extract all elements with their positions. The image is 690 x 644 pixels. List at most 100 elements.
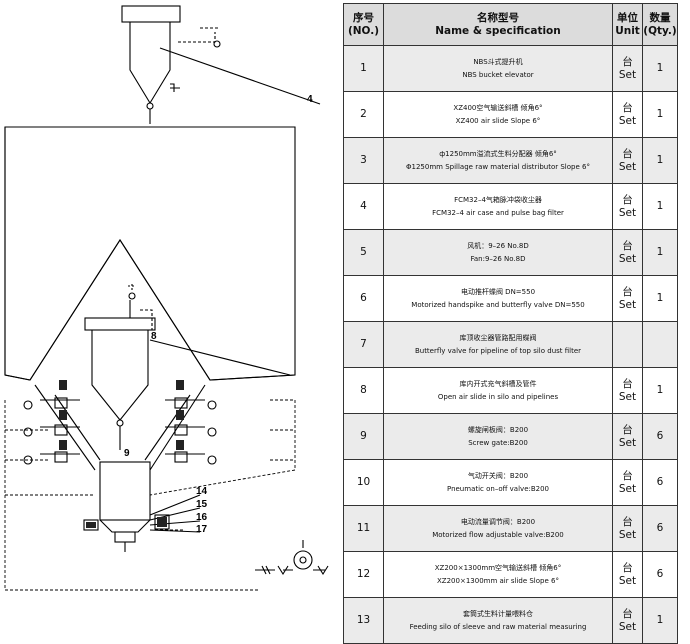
right-valve-set <box>165 397 217 465</box>
spec-en: XZ200×1300mm air slide Slope 6° <box>437 576 559 585</box>
inner-cone <box>29 238 211 381</box>
unit-cn: 台 <box>622 55 633 68</box>
cell-no: 12 <box>343 551 384 598</box>
spec-en: Fan:9–26 No.8D <box>470 254 526 263</box>
cell-no: 7 <box>343 321 384 368</box>
cell-spec: 库内开式充气斜槽及管件 Open air slide in silo and pi… <box>383 367 613 414</box>
spec-cn: NBS斗式提升机 <box>473 57 523 66</box>
cell-no: 2 <box>343 91 384 138</box>
unit-cn: 台 <box>622 285 633 298</box>
unit-cn: 台 <box>622 377 633 390</box>
unit-cn: 台 <box>622 147 633 160</box>
cell-qty: 6 <box>642 459 678 506</box>
cell-qty: 6 <box>642 551 678 598</box>
spec-en: Feeding silo of sleeve and raw material … <box>409 622 587 631</box>
cell-qty: 1 <box>642 183 678 230</box>
cell-qty: 6 <box>642 505 678 552</box>
unit-en: Set <box>618 114 637 127</box>
blower-icon <box>293 550 313 570</box>
spec-en: FCM32–4 air case and pulse bag filter <box>432 208 564 217</box>
unit-en: Set <box>618 436 637 449</box>
cell-qty: 1 <box>642 597 678 644</box>
cell-no: 3 <box>343 137 384 184</box>
cell-spec: FCM32–4气箱脉冲袋收尘器 FCM32–4 air case and puls… <box>383 183 613 230</box>
cell-no: 1 <box>343 45 384 92</box>
cell-qty: 1 <box>642 45 678 92</box>
spec-cn: 库内开式充气斜槽及管件 <box>459 379 537 388</box>
unit-en: Set <box>618 528 637 541</box>
cell-spec: XZ200×1300mm空气输送斜槽 倾角6°XZ200×1300mm air … <box>383 551 613 598</box>
diagram-label-15: 15 <box>196 499 208 510</box>
cell-no: 10 <box>343 459 384 506</box>
unit-cn: 台 <box>622 515 633 528</box>
spec-en: Butterfly valve for pipeline of top silo… <box>414 346 582 355</box>
spec-en: Φ1250mm Spillage raw material distributo… <box>406 162 590 171</box>
unit-en: Set <box>618 298 637 311</box>
cell-qty: 1 <box>642 137 678 184</box>
unit-cn: 台 <box>622 469 633 482</box>
spec-cn: 气动开关阀：B200 <box>467 471 529 480</box>
cell-qty: 6 <box>642 413 678 460</box>
diagram-label-14: 14 <box>196 486 208 497</box>
cell-qty: 1 <box>642 91 678 138</box>
cell-no: 4 <box>343 183 384 230</box>
left-valve-set <box>23 397 80 465</box>
cell-no: 6 <box>343 275 384 322</box>
cell-qty: 1 <box>642 367 678 414</box>
header-qty: 数量(Qty.) <box>642 3 678 46</box>
table-row: 4 FCM32–4气箱脉冲袋收尘器 FCM32–4 air case and pul… <box>343 183 678 230</box>
spec-en: Screw gate:B200 <box>468 438 528 447</box>
spec-cn: FCM32–4气箱脉冲袋收尘器 <box>454 195 542 204</box>
spec-cn: 电动推杆蝶阀 DN=550 <box>460 287 536 296</box>
cell-no: 11 <box>343 505 384 552</box>
unit-cn: 台 <box>622 239 633 252</box>
spec-cn: 风机：9–26 No.8D <box>467 241 529 250</box>
measuring-bin <box>99 461 151 521</box>
diagram-label-9: 9 <box>124 448 130 459</box>
diagram-label-4: 4 <box>307 94 313 105</box>
unit-en: Set <box>618 252 637 265</box>
diagram-label-16: 16 <box>196 512 208 523</box>
top-dust-filter-box <box>121 5 181 23</box>
spec-en: Open air slide in silo and pipelines <box>437 392 559 401</box>
unit-cn: 台 <box>622 101 633 114</box>
spec-cn: 螺旋闸板阀：B200 <box>467 425 529 434</box>
spec-cn: 电动流量调节阀：B200 <box>460 517 536 526</box>
silo-process-diagram: 4 8 9 14 15 16 17 <box>4 5 329 591</box>
diagram-label-17: 17 <box>196 524 208 535</box>
spec-en: Motorized flow adjustable valve:B200 <box>432 530 564 539</box>
spec-en: Pneumatic on–off valve:B200 <box>446 484 550 493</box>
unit-en: Set <box>618 482 637 495</box>
unit-en: Set <box>618 206 637 219</box>
center-silo-cone <box>91 330 149 421</box>
cell-qty: 1 <box>642 229 678 276</box>
unit-cn: 台 <box>622 423 633 436</box>
